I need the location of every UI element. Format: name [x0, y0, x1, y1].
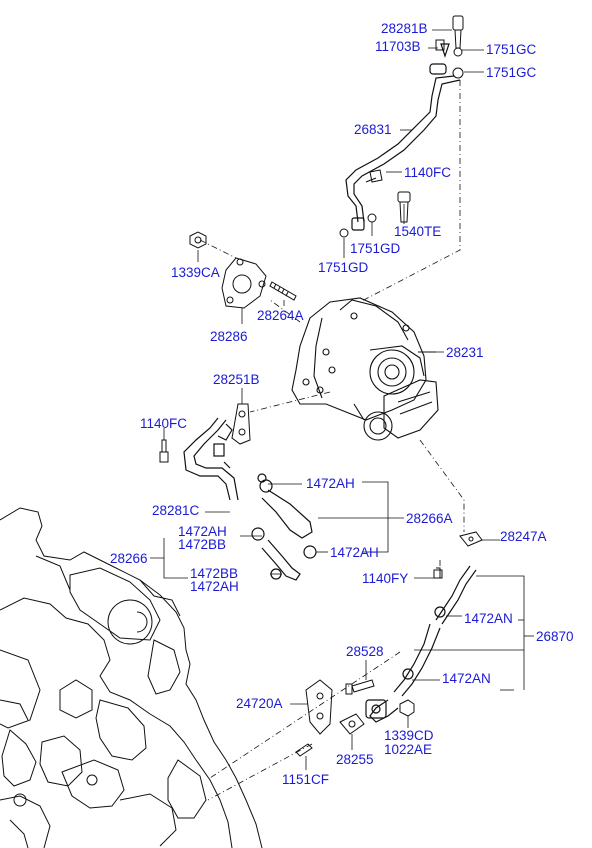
nut-1339CD [399, 699, 415, 717]
part-label-28528[interactable]: 28528 [346, 644, 384, 659]
part-label-24720A[interactable]: 24720A [236, 696, 283, 711]
part-label-28264A[interactable]: 28264A [257, 308, 304, 323]
part-label-28266A[interactable]: 28266A [406, 511, 453, 526]
stud-28264A [269, 281, 297, 301]
stud-1151CF [295, 743, 313, 757]
part-label-11703B[interactable]: 11703B [375, 39, 421, 54]
part-label-28231[interactable]: 28231 [446, 345, 484, 360]
part-label-1151CF[interactable]: 1151CF [282, 772, 330, 787]
part-label-1751GC-upper[interactable]: 1751GC [486, 42, 537, 57]
part-label-1140FC-mid[interactable]: 1140FC [140, 416, 188, 431]
part-label-28281C[interactable]: 28281C [152, 503, 200, 518]
part-label-1472AH-c[interactable]: 1472AH [330, 545, 379, 560]
bolt-1140FY [433, 567, 443, 579]
part-label-1472BB-a[interactable]: 1472BB [178, 537, 227, 552]
part-label-1022AE[interactable]: 1022AE [384, 742, 433, 757]
part-label-1751GD-lower[interactable]: 1751GD [318, 260, 369, 275]
part-label-28266[interactable]: 28266 [110, 551, 148, 566]
engine-block [0, 507, 263, 848]
hose-28266A [257, 473, 313, 539]
part-label-1751GD-upper[interactable]: 1751GD [350, 241, 401, 256]
part-label-1472BB-b[interactable]: 1472BB [190, 566, 239, 581]
nut-1339CA [189, 231, 207, 249]
part-label-28251B[interactable]: 28251B [213, 372, 260, 387]
part-label-1472AH-d[interactable]: 1472AH [190, 579, 239, 594]
part-label-1140FY[interactable]: 1140FY [362, 571, 409, 586]
part-label-1472AH-b[interactable]: 1472AH [178, 524, 227, 539]
oil-feed-pipe [345, 43, 461, 231]
part-label-1339CA[interactable]: 1339CA [171, 265, 220, 280]
gasket-28255 [339, 713, 365, 735]
part-label-1339CD[interactable]: 1339CD [384, 728, 434, 743]
part-label-28281B[interactable]: 28281B [381, 21, 428, 36]
label-leaders [150, 29, 534, 770]
bolt-28528 [345, 679, 375, 695]
bolt-1140FC-mid [159, 439, 169, 463]
part-label-28255[interactable]: 28255 [336, 752, 374, 767]
dashed-leaders [199, 80, 465, 801]
turbocharger [291, 297, 439, 441]
part-label-28247A[interactable]: 28247A [500, 529, 547, 544]
part-label-26870[interactable]: 26870 [536, 629, 574, 644]
part-label-1751GC-lower[interactable]: 1751GC [486, 65, 537, 80]
part-label-1472AH-a[interactable]: 1472AH [306, 476, 355, 491]
part-label-1472AN-a[interactable]: 1472AN [464, 611, 513, 626]
return-pipe-28281C [183, 417, 239, 501]
part-label-26831[interactable]: 26831 [354, 122, 392, 137]
gasket-28247A [459, 531, 483, 547]
part-label-1540TE[interactable]: 1540TE [394, 224, 442, 239]
gasket-28251B [231, 403, 251, 445]
part-label-1472AN-b[interactable]: 1472AN [442, 671, 491, 686]
part-label-1140FC-top[interactable]: 1140FC [404, 165, 452, 180]
gasket-28286 [221, 257, 267, 309]
top-fasteners [339, 15, 464, 238]
bracket-24720A [305, 679, 333, 735]
part-label-28286[interactable]: 28286 [210, 329, 248, 344]
